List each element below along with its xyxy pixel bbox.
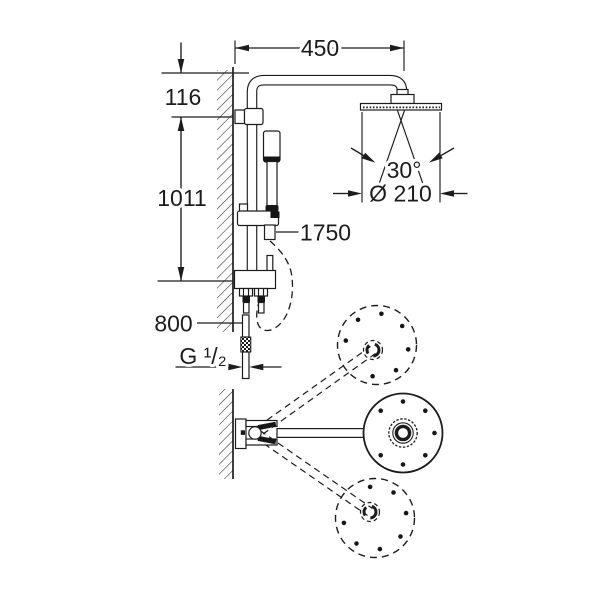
head-position-current <box>362 392 444 474</box>
hose-outlet <box>263 224 276 241</box>
shower-head-side <box>359 88 443 111</box>
hand-shower-hose <box>256 240 294 332</box>
head-position-down <box>334 477 416 559</box>
dim-450 <box>235 44 404 52</box>
wall-bracket <box>234 107 264 126</box>
arm-position-up <box>257 346 376 435</box>
hand-shower-handle <box>266 160 278 210</box>
label-spray-angle: 30° <box>387 157 422 183</box>
dim-spray-angle <box>350 147 455 166</box>
head-outline <box>362 392 444 474</box>
braided-hose-section <box>240 336 252 353</box>
dim-head-diameter <box>333 112 468 203</box>
label-supply-stub: 800 <box>154 311 192 337</box>
union-nut-right <box>253 287 269 297</box>
head-disc <box>359 102 443 111</box>
label-head-diameter: Ø 210 <box>369 181 432 207</box>
diverter-lever <box>266 254 274 273</box>
supply-pipe <box>240 314 252 380</box>
label-thread-size: G ¹/₂ <box>179 343 226 369</box>
union-nut-left <box>238 287 254 297</box>
hand-shower <box>262 130 281 212</box>
hand-shower-band <box>263 156 280 162</box>
diverter-valve <box>233 254 277 314</box>
dim-g-half <box>175 363 282 371</box>
label-head-drop: 116 <box>165 84 202 110</box>
dim-1011 <box>177 117 185 281</box>
label-arm-projection: 450 <box>301 35 339 61</box>
nozzle-dots <box>343 311 411 379</box>
nozzle-dots <box>341 484 409 552</box>
label-rail-length: 1011 <box>157 185 206 211</box>
dim-116 <box>177 42 185 73</box>
extension-lines <box>157 40 405 282</box>
wall-side-view <box>217 67 234 332</box>
slide-holder <box>236 203 280 227</box>
label-hose-length: 1750 <box>300 220 351 246</box>
valve-body <box>233 269 277 290</box>
nozzle-dots <box>378 399 437 467</box>
wall-hatching <box>217 70 233 332</box>
head-position-up <box>336 304 418 386</box>
shower-arm-pipe-bore <box>247 76 407 271</box>
shower-pipe-assembly <box>246 74 408 271</box>
pivot-ball <box>248 426 262 440</box>
spray-cone <box>378 110 424 185</box>
wall-top-view <box>219 389 234 479</box>
pivot-joint <box>234 418 278 450</box>
arm-position-down <box>254 430 373 516</box>
